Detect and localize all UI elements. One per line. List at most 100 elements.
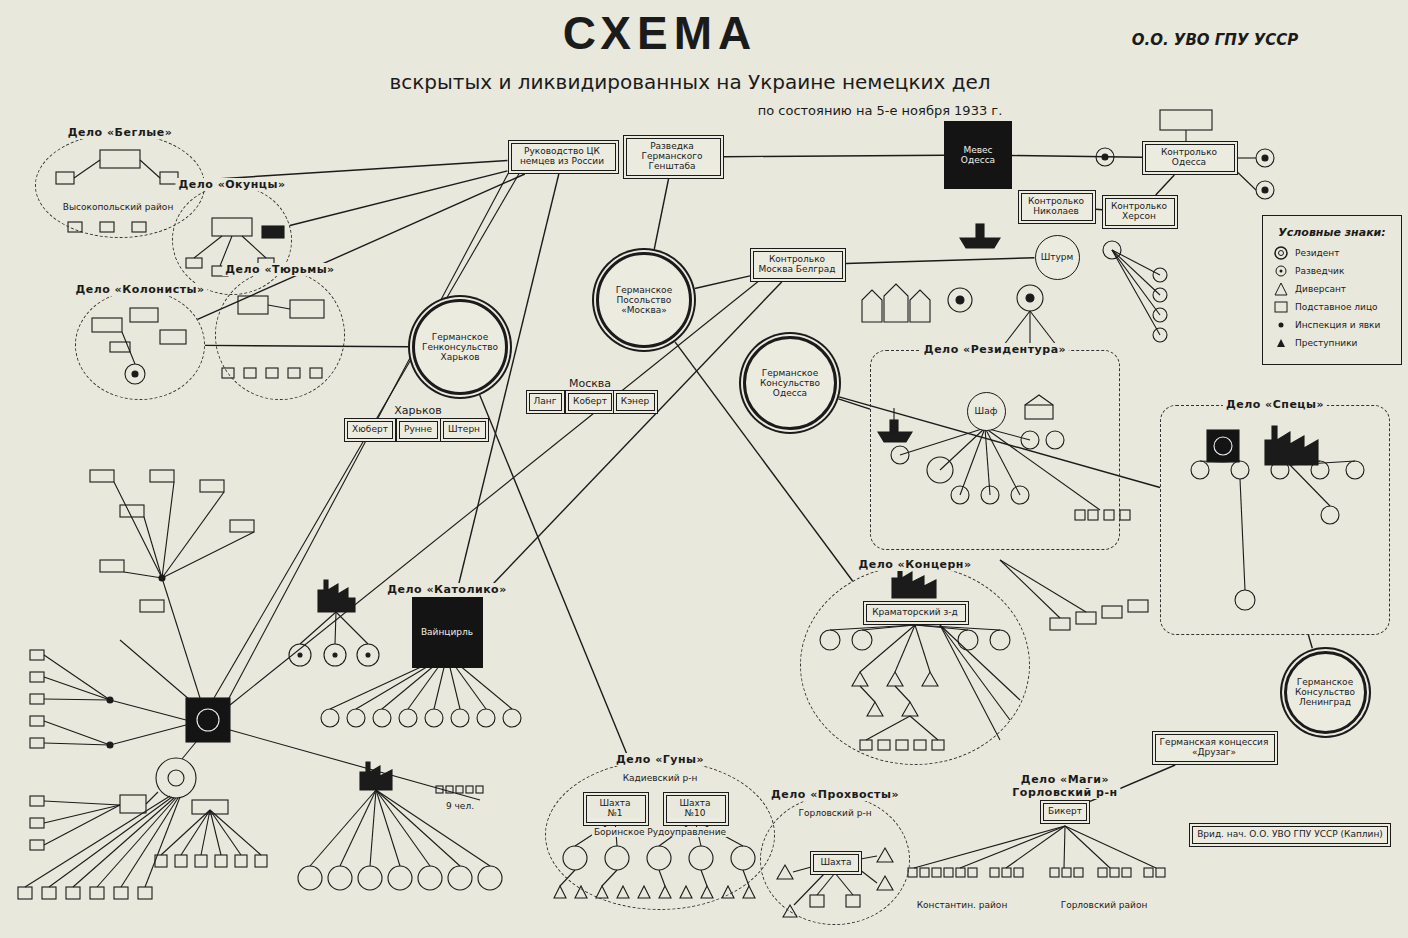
legend-text: Резидент bbox=[1295, 248, 1340, 258]
heading-text: Дело «Колонисты» bbox=[72, 283, 207, 296]
connector bbox=[480, 395, 631, 762]
case-region: Дело «Спецы» bbox=[1160, 405, 1390, 635]
node-body: Руководство ЦК немцев из России bbox=[515, 146, 610, 166]
connector bbox=[198, 174, 525, 319]
node-text: Коберт bbox=[572, 396, 608, 406]
heading-text: Дело «Концерн» bbox=[855, 558, 974, 571]
connector bbox=[1156, 175, 1175, 195]
node-body: Врид. нач. О.О. УВО ГПУ УССР (Каплин) bbox=[1196, 829, 1384, 839]
process-box: Ланг bbox=[526, 390, 565, 414]
node-text: Штурм bbox=[1041, 252, 1074, 262]
heading-text: Дело «Спецы» bbox=[1223, 398, 1327, 411]
process-box: Контролько Херсон bbox=[1102, 195, 1178, 229]
consulate-circle: Германское Консульство Ленинград bbox=[1284, 651, 1367, 734]
process-box: Разведка Германского Генштаба bbox=[623, 135, 724, 179]
consulate-circle: Германское Генконсульство Харьков bbox=[412, 299, 508, 395]
node-text: Контролько Москва Белград bbox=[757, 254, 837, 274]
process-box: Хюберт bbox=[344, 418, 396, 442]
node-text: Рунне bbox=[403, 424, 434, 434]
node-heading: Дело «Колонисты» bbox=[72, 283, 207, 296]
case-region: Дело «Концерн»Краматорский з-д bbox=[800, 565, 1030, 765]
node-text: Шахта №10 bbox=[670, 798, 720, 818]
resident-box: Мевес Одесса bbox=[944, 121, 1012, 189]
label-text: вскрытых и ликвидированных на Украине не… bbox=[387, 70, 992, 94]
node-heading: Дело «Гуны» bbox=[613, 753, 707, 766]
node-text: Руководство ЦК немцев из России bbox=[515, 146, 610, 166]
node-body: Контролько Николаев bbox=[1025, 196, 1087, 216]
person-circle: Шаф bbox=[967, 392, 1006, 431]
node-body: Германское Посольство «Москва» bbox=[604, 285, 684, 315]
node-heading: Дело «Беглые» bbox=[65, 126, 175, 139]
legend-text: Диверсант bbox=[1295, 284, 1346, 294]
process-box: Шахта №10 bbox=[663, 792, 729, 826]
process-box: Контролько Москва Белград bbox=[750, 248, 846, 282]
label-text: Условные знаки: bbox=[1276, 226, 1387, 239]
process-box: Контролько Одесса bbox=[1142, 141, 1238, 175]
connector bbox=[205, 345, 408, 346]
legend-text: Подставное лицо bbox=[1295, 302, 1378, 312]
connector bbox=[846, 258, 1035, 264]
node-text: Германское Консульство Одесса bbox=[751, 368, 829, 398]
process-box: Рунне bbox=[396, 418, 441, 442]
node-heading: Дело «Резидентура» bbox=[921, 343, 1069, 356]
heading-text: Горловский р-н bbox=[1009, 786, 1120, 799]
label-text: О.О. УВО ГПУ УССР bbox=[1130, 31, 1301, 49]
node-body: Германское Консульство Одесса bbox=[751, 368, 829, 398]
node-body: Контролько Одесса bbox=[1149, 147, 1229, 167]
node-body: Контролько Москва Белград bbox=[757, 254, 837, 274]
legend-sample bbox=[1272, 336, 1290, 350]
process-box: Шахта bbox=[810, 851, 862, 875]
node-text: Мевес Одесса bbox=[953, 145, 1003, 165]
label-text: Боринское Рудоуправление bbox=[592, 827, 728, 837]
legend-row: Разведчик bbox=[1272, 264, 1344, 278]
node-body: Горловский р-н bbox=[761, 808, 909, 818]
legend-row: Диверсант bbox=[1272, 282, 1346, 296]
legend-sample bbox=[1272, 246, 1290, 260]
process-box: Коберт bbox=[565, 390, 615, 414]
heading-text: Дело «Маги» bbox=[1009, 773, 1120, 786]
node-body: Шахта №10 bbox=[670, 798, 720, 818]
node-body: Рунне bbox=[403, 424, 434, 434]
process-box: Шахта №1 bbox=[583, 792, 649, 826]
node-body: Шахта №1 bbox=[590, 798, 640, 818]
label-text: Константин. район bbox=[915, 900, 1010, 910]
process-box: Дело «Маги»Горловский р-нБикерт bbox=[1040, 800, 1090, 824]
node-heading: Дело «Тюрьмы» bbox=[222, 263, 337, 276]
node-text: Разведка Германского Генштаба bbox=[630, 141, 715, 171]
node-body: Германская концессия «Друзаг» bbox=[1159, 737, 1269, 757]
heading-text: Дело «Беглые» bbox=[65, 126, 175, 139]
node-text: Кадиевский р-н bbox=[621, 773, 700, 783]
heading-text: Дело «Католико» bbox=[384, 583, 510, 596]
node-text: Германское Консульство Ленинград bbox=[1292, 677, 1358, 707]
node-text: Контролько Николаев bbox=[1025, 196, 1087, 216]
consulate-circle: Германское Посольство «Москва» bbox=[596, 252, 692, 348]
node-body: Бикерт bbox=[1047, 806, 1083, 816]
node-text: Горловский р-н bbox=[796, 808, 873, 818]
node-text: Германское Генконсульство Харьков bbox=[420, 332, 500, 362]
node-body: Штурм bbox=[1041, 252, 1074, 262]
node-body: Контролько Херсон bbox=[1109, 201, 1169, 221]
heading-text: Дело «Прохвосты» bbox=[768, 788, 902, 801]
node-body: Мевес Одесса bbox=[953, 145, 1003, 165]
node-heading: Дело «Католико» bbox=[384, 583, 510, 596]
process-box: Руководство ЦК немцев из России bbox=[508, 140, 619, 174]
node-text: Германское Посольство «Москва» bbox=[604, 285, 684, 315]
label-text: Высокопольский район bbox=[61, 202, 176, 212]
heading-text: Дело «Окунцы» bbox=[175, 178, 288, 191]
case-region: Дело «Тюрьмы» bbox=[215, 270, 345, 400]
node-text: Бикерт bbox=[1047, 806, 1083, 816]
legend-text: Инспекция и явки bbox=[1295, 320, 1380, 330]
label-text: Горловский район bbox=[1059, 900, 1150, 910]
node-body: Краматорский з-д bbox=[870, 607, 960, 617]
node-body: Шахта bbox=[817, 857, 855, 867]
node-body: Вайнцирль bbox=[421, 627, 473, 637]
person-circle: Штурм bbox=[1035, 235, 1080, 280]
legend-sample bbox=[1272, 282, 1290, 296]
process-box: Контролько Николаев bbox=[1018, 190, 1096, 224]
title: СХЕМА bbox=[563, 6, 757, 60]
node-heading: Дело «Окунцы» bbox=[175, 178, 288, 191]
connector bbox=[654, 179, 668, 249]
label-text: 9 чел. bbox=[444, 801, 476, 811]
case-region: Дело «Резидентура»Шаф bbox=[870, 350, 1120, 550]
label-text: Москва bbox=[567, 377, 613, 390]
